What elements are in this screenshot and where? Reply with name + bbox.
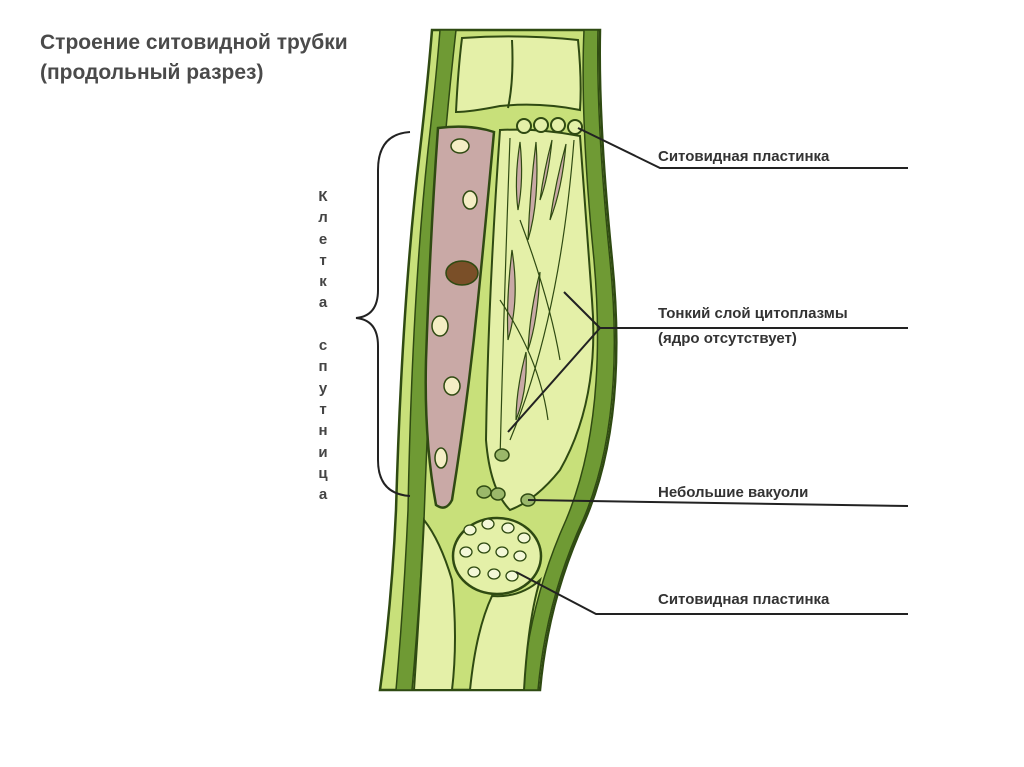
plastid bbox=[450, 138, 470, 154]
companion-letter: а bbox=[318, 294, 328, 312]
right-wall-band bbox=[521, 29, 616, 691]
cytoplasm-lines bbox=[499, 137, 575, 461]
companion-letter: п bbox=[318, 358, 328, 376]
leader-cytoplasm-b bbox=[507, 327, 908, 433]
leader-cytoplasm-a bbox=[563, 291, 601, 329]
companion-cell bbox=[424, 125, 496, 509]
companion-letter: с bbox=[318, 337, 328, 355]
plastid bbox=[431, 315, 449, 337]
companion-letter: к bbox=[319, 273, 327, 291]
companion-letter: т bbox=[319, 251, 327, 269]
companion-letter: а bbox=[318, 486, 328, 504]
diagram-title: Строение ситовидной трубки (продольный р… bbox=[40, 28, 348, 88]
leader-top-plate bbox=[577, 127, 908, 169]
label-sieve-plate-top: Ситовидная пластинка bbox=[658, 148, 830, 165]
plastid bbox=[443, 376, 461, 396]
lower-cell-right bbox=[468, 576, 542, 691]
label-vacuoles: Небольшие вакуоли bbox=[658, 484, 809, 501]
plastid bbox=[434, 447, 448, 469]
companion-letter: т bbox=[319, 400, 327, 418]
sieve-tube-element bbox=[484, 128, 595, 512]
label-cytoplasm-line-2: (ядро отсутствует) bbox=[658, 330, 797, 347]
companion-letter: н bbox=[318, 422, 328, 440]
bottom-sieve-pores bbox=[459, 518, 531, 582]
leader-vacuoles bbox=[527, 499, 909, 507]
companion-cell-brace bbox=[355, 131, 411, 497]
companion-letter: у bbox=[318, 379, 328, 397]
companion-letter: К bbox=[318, 188, 328, 205]
nucleus bbox=[445, 260, 479, 286]
label-sieve-plate-bottom: Ситовидная пластинка bbox=[658, 591, 830, 608]
title-line-2: (продольный разрез) bbox=[40, 61, 264, 84]
plastid bbox=[462, 190, 478, 210]
leader-bottom-plate bbox=[515, 571, 908, 615]
label-cytoplasm-line-1: Тонкий слой цитоплазмы bbox=[658, 305, 848, 322]
companion-letter: ц bbox=[318, 464, 328, 482]
title-line-1: Строение ситовидной трубки bbox=[40, 31, 348, 54]
upper-cell bbox=[454, 35, 582, 114]
companion-letter: л bbox=[318, 209, 328, 227]
cytoplasm-strands bbox=[506, 139, 567, 421]
companion-letter: и bbox=[318, 443, 328, 461]
leader-lines bbox=[507, 127, 909, 615]
companion-letter: е bbox=[318, 230, 328, 248]
top-sieve-plate bbox=[516, 117, 583, 135]
upper-cell-divider bbox=[507, 39, 514, 109]
lower-cell-left bbox=[412, 517, 456, 691]
small-vacuoles bbox=[476, 448, 536, 507]
companion-cell-vertical-label: К л е т к а с п у т н и ц а bbox=[313, 186, 333, 505]
